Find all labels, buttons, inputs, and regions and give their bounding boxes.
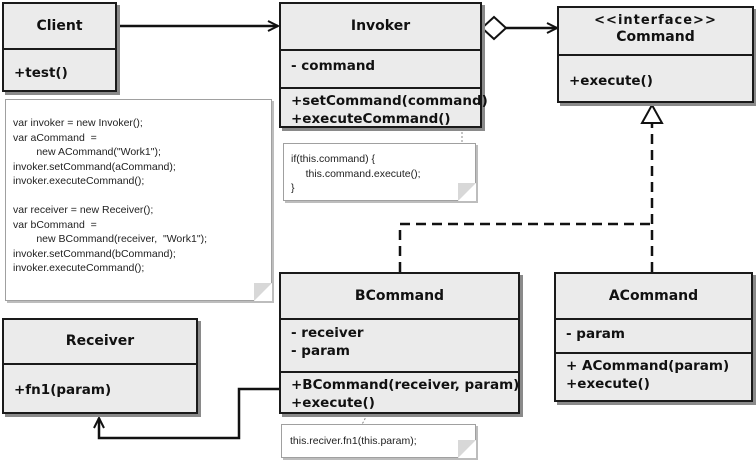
note-line: invoker.setCommand(aCommand); bbox=[13, 160, 176, 173]
class-client-operations: +test() bbox=[4, 48, 115, 82]
operation: +execute() bbox=[569, 73, 653, 89]
note-line bbox=[13, 189, 271, 204]
operation: +setCommand(command) bbox=[291, 93, 488, 109]
note-line: invoker.executeCommand(); bbox=[13, 262, 145, 274]
note-line: var bCommand = bbox=[13, 218, 97, 231]
note-bcommand-impl: this.reciver.fn1(this.param); bbox=[281, 424, 476, 458]
note-line: this.command.execute(); bbox=[291, 167, 421, 180]
bcommand-realization-line bbox=[398, 222, 652, 272]
note-line: if(this.command) { bbox=[291, 153, 376, 165]
note-fold-corner bbox=[458, 183, 476, 201]
note-line: invoker.executeCommand(); bbox=[13, 175, 145, 187]
interface-stereotype: <<interface>> bbox=[594, 13, 717, 28]
note-fold-corner bbox=[254, 283, 272, 301]
attribute: - receiver bbox=[291, 325, 364, 341]
class-bcommand-operations: +BCommand(receiver, param) +execute() bbox=[281, 371, 520, 412]
attribute: - param bbox=[566, 326, 625, 342]
aggregation-diamond bbox=[480, 15, 508, 41]
interface-command-operations: +execute() bbox=[559, 54, 752, 90]
interface-command-name: Command bbox=[616, 29, 695, 45]
operation: +execute() bbox=[291, 395, 375, 411]
class-bcommand[interactable]: BCommand - receiver - param +BCommand(re… bbox=[279, 272, 520, 414]
class-invoker[interactable]: Invoker - command +setCommand(command) +… bbox=[279, 2, 488, 128]
class-invoker-name: Invoker bbox=[350, 18, 411, 34]
class-invoker-operations: +setCommand(command) +executeCommand() bbox=[281, 87, 488, 128]
interface-command-header: <<interface>> Command bbox=[559, 8, 752, 54]
class-acommand[interactable]: ACommand - param + ACommand(param) +exec… bbox=[554, 272, 753, 402]
class-acommand-operations: + ACommand(param) +execute() bbox=[556, 352, 751, 393]
class-bcommand-name: BCommand bbox=[354, 288, 445, 304]
note-line: new ACommand("Work1"); bbox=[13, 146, 161, 158]
note-line: var receiver = new Receiver(); bbox=[13, 204, 154, 216]
note-line: invoker.setCommand(bCommand); bbox=[13, 247, 176, 260]
class-client-name: Client bbox=[36, 18, 83, 34]
class-client[interactable]: Client +test() bbox=[2, 2, 117, 92]
note-client-code: var invoker = new Invoker(); var aComman… bbox=[5, 99, 272, 301]
note-line: new BCommand(receiver, "Work1"); bbox=[13, 233, 207, 245]
attribute: - param bbox=[291, 343, 350, 359]
operation: +execute() bbox=[566, 376, 650, 392]
class-receiver-name: Receiver bbox=[65, 333, 135, 349]
class-acommand-name: ACommand bbox=[608, 288, 699, 304]
class-acommand-attributes: - param bbox=[556, 318, 751, 352]
operation: +executeCommand() bbox=[291, 111, 451, 127]
bcommand-receiver-association bbox=[93, 387, 279, 440]
note-invoker-impl: if(this.command) { this.command.execute(… bbox=[283, 143, 476, 201]
note-line: var invoker = new Invoker(); bbox=[13, 117, 143, 129]
attribute: - command bbox=[291, 58, 376, 74]
note-fold-corner bbox=[458, 440, 476, 458]
class-invoker-attributes: - command bbox=[281, 49, 480, 87]
class-receiver-operations: +fn1(param) bbox=[4, 363, 196, 399]
note-line: this.reciver.fn1(this.param); bbox=[290, 435, 417, 447]
class-bcommand-attributes: - receiver - param bbox=[281, 318, 518, 371]
operation: + ACommand(param) bbox=[566, 358, 730, 374]
operation: +test() bbox=[14, 65, 68, 81]
note-line: var aCommand = bbox=[13, 131, 97, 144]
interface-command[interactable]: <<interface>> Command +execute() bbox=[557, 6, 754, 103]
operation: +BCommand(receiver, param) bbox=[291, 377, 520, 393]
operation: +fn1(param) bbox=[14, 382, 112, 398]
realization-triangle bbox=[640, 102, 664, 124]
class-receiver[interactable]: Receiver +fn1(param) bbox=[2, 318, 198, 414]
note-line: } bbox=[291, 182, 295, 194]
